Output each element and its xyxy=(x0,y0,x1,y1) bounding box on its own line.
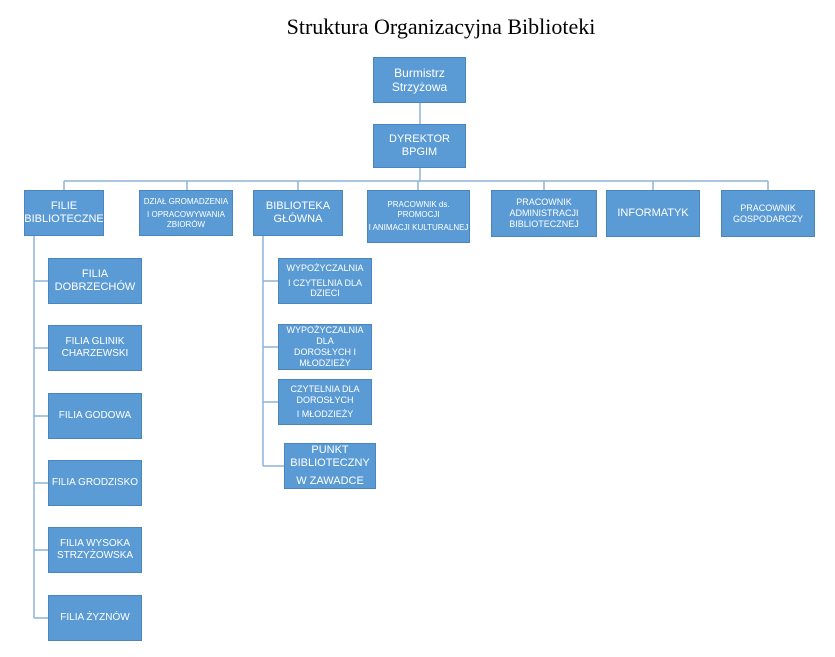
filia-godowa-box: FILIA GODOWA xyxy=(48,393,142,439)
punkt-biblioteczny-line-2: BIBLIOTECZNY xyxy=(290,457,370,470)
filia-glinik-line-2: CHARZEWSKI xyxy=(61,348,129,359)
pracownik-promocji-line-1: PRACOWNIK ds. xyxy=(387,200,450,210)
dyrektor-box: DYREKTOR BPGIM xyxy=(373,124,466,168)
punkt-biblioteczny-line-3: W ZAWADCE xyxy=(296,474,364,487)
biblioteka-glowna-line-1: BIBLIOTEKA xyxy=(265,199,331,212)
chart-title: Struktura Organizacyjna Biblioteki xyxy=(286,14,596,39)
pracownik-administracji-box: PRACOWNIK ADMINISTRACJI BIBLIOTECZNEJ xyxy=(491,190,597,237)
filia-grodzisko-line-1: FILIA GRODZISKO xyxy=(51,477,139,488)
dyrektor-line-1: DYREKTOR BPGIM xyxy=(389,132,450,158)
filie-line-1: FILIE xyxy=(50,199,78,212)
wypozyczalnia-dzieci-box: WYPOŻYCZALNIA I CZYTELNIA DLA DZIECI xyxy=(278,258,372,304)
filia-zyznow-line-1: FILIA ŻYZNÓW xyxy=(60,612,130,623)
filia-dobrzechow-line-1: FILIA xyxy=(81,267,109,280)
pracownik-gospodarczy-box: PRACOWNIK GOSPODARCZY xyxy=(721,190,815,237)
informatyk-line-1: INFORMATYK xyxy=(617,206,689,219)
burmistrz-box: Burmistrz Strzyżowa xyxy=(373,57,466,103)
czytelnia-doroslych-line-3: I MŁODZIEŻY xyxy=(296,409,354,420)
filia-dobrzechow-line-2: DOBRZECHÓW xyxy=(54,281,136,293)
filia-dobrzechow-box: FILIA DOBRZECHÓW xyxy=(48,258,142,304)
wypozyczalnia-dzieci-line-1: WYPOŻYCZALNIA xyxy=(286,262,364,273)
czytelnia-doroslych-line-2: DOROSŁYCH xyxy=(296,394,354,405)
pracownik-gospodarczy-line-1: PRACOWNIK xyxy=(740,202,796,213)
czytelnia-doroslych-box: CZYTELNIA DLA DOROSŁYCH I MŁODZIEŻY xyxy=(278,379,372,425)
wypozyczalnia-dzieci-line-3: DZIECI xyxy=(310,288,340,299)
filia-wysoka-line-1: FILIA WYSOKA xyxy=(59,538,131,549)
pracownik-administracji-line-3: BIBLIOTECZNEJ xyxy=(509,218,579,229)
filia-wysoka-box: FILIA WYSOKA STRZYŻOWSKA xyxy=(48,527,142,573)
pracownik-gospodarczy-line-2: GOSPODARCZY xyxy=(732,213,803,224)
burmistrz-line-2: Strzyżowa xyxy=(391,80,448,94)
wypozyczalnia-doroslych-line-3: MŁODZIEŻY xyxy=(299,357,351,368)
filia-godowa-line-1: FILIA GODOWA xyxy=(58,410,132,421)
pracownik-promocji-line-2: PROMOCJI xyxy=(397,209,440,219)
biblioteka-glowna-line-2: GŁÓWNA xyxy=(273,213,323,225)
dzial-gromadzenia-line-1: DZIAŁ GROMADZENIA xyxy=(143,196,229,206)
filie-box: FILIE BIBLIOTECZNE xyxy=(24,190,104,236)
filia-grodzisko-box: FILIA GRODZISKO xyxy=(48,460,142,506)
wypozyczalnia-doroslych-line-1: WYPOŻYCZALNIA DLA xyxy=(286,325,364,347)
burmistrz-line-1: Burmistrz xyxy=(394,65,445,80)
czytelnia-doroslych-line-1: CZYTELNIA DLA xyxy=(290,383,360,394)
dzial-gromadzenia-line-2: I OPRACOWYWANIA xyxy=(147,210,225,220)
informatyk-box: INFORMATYK xyxy=(606,190,700,237)
dzial-gromadzenia-box: DZIAŁ GROMADZENIA I OPRACOWYWANIA ZBIORÓ… xyxy=(139,190,233,236)
pracownik-promocji-box: PRACOWNIK ds. PROMOCJI I ANIMACJI KULTUR… xyxy=(367,190,470,243)
biblioteka-glowna-box: BIBLIOTEKA GŁÓWNA xyxy=(253,190,343,236)
dzial-gromadzenia-line-3: ZBIORÓW xyxy=(166,219,206,229)
filia-glinik-box: FILIA GLINIK CHARZEWSKI xyxy=(48,325,142,371)
punkt-biblioteczny-box: PUNKT BIBLIOTECZNY W ZAWADCE xyxy=(284,443,376,489)
filia-wysoka-line-2: STRZYŻOWSKA xyxy=(56,550,134,561)
wypozyczalnia-doroslych-line-2: DOROSŁYCH I xyxy=(293,347,356,357)
wypozyczalnia-dzieci-line-2: I CZYTELNIA DLA xyxy=(287,277,363,288)
filie-line-2: BIBLIOTECZNE xyxy=(24,213,104,225)
punkt-biblioteczny-line-1: PUNKT xyxy=(311,444,349,457)
pracownik-administracji-line-2: ADMINISTRACJI xyxy=(509,208,579,219)
filia-zyznow-box: FILIA ŻYZNÓW xyxy=(48,595,142,641)
filia-glinik-line-1: FILIA GLINIK xyxy=(65,336,125,347)
pracownik-promocji-line-3: I ANIMACJI KULTURALNEJ xyxy=(368,223,469,233)
pracownik-administracji-line-1: PRACOWNIK xyxy=(516,197,572,208)
wypozyczalnia-doroslych-box: WYPOŻYCZALNIA DLA DOROSŁYCH I MŁODZIEŻY xyxy=(278,324,372,370)
